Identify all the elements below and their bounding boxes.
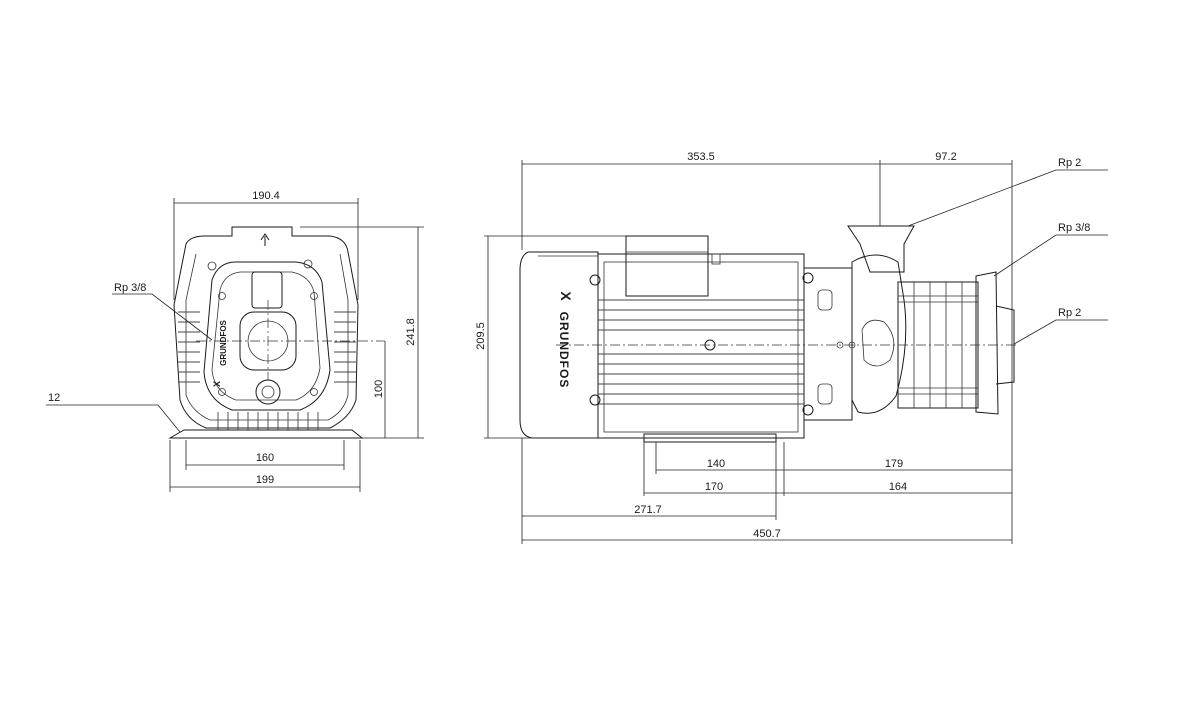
dim-164: 164 — [889, 481, 907, 493]
brand-text: GRUNDFOS — [219, 319, 228, 365]
brand-mark-text: X — [212, 381, 222, 387]
dim-179: 179 — [885, 458, 903, 470]
dim-pump-head: 97.2 — [935, 151, 956, 163]
port-middle-label: Rp 3/8 — [1058, 222, 1090, 234]
dim-foot-outer: 199 — [256, 474, 274, 486]
dim-shaft-height: 100 — [373, 380, 385, 398]
dim-total: 450.7 — [753, 528, 781, 540]
dim-foot-thickness: 12 — [48, 392, 60, 404]
brand-mark: X — [212, 381, 222, 387]
dim-foot-140: 140 — [707, 458, 725, 470]
side-brand-text: GRUNDFOS — [557, 312, 571, 389]
port-bottom-label: Rp 2 — [1058, 307, 1081, 319]
dim-motor-height: 209.5 — [475, 322, 487, 350]
dim-foot-inner: 160 — [256, 452, 274, 464]
dim-top-width: 190.4 — [252, 190, 280, 202]
side-brand-mark: X — [558, 291, 574, 301]
dim-height: 241.8 — [405, 318, 417, 346]
side-brand-logo: GRUNDFOS — [557, 312, 571, 389]
side-view: GRUNDFOS X 353.5 97.2 209.5 140 179 — [475, 151, 1108, 544]
side-brand-mark-text: X — [558, 291, 574, 301]
front-view: GRUNDFOS X 190.4 241.8 100 160 199 — [46, 190, 424, 492]
brand-logo: GRUNDFOS — [219, 319, 228, 365]
dim-foot-170: 170 — [705, 481, 723, 493]
dim-271: 271.7 — [634, 504, 662, 516]
port-top-label: Rp 2 — [1058, 157, 1081, 169]
dim-motor-length: 353.5 — [687, 151, 715, 163]
front-port-label: Rp 3/8 — [114, 282, 146, 294]
